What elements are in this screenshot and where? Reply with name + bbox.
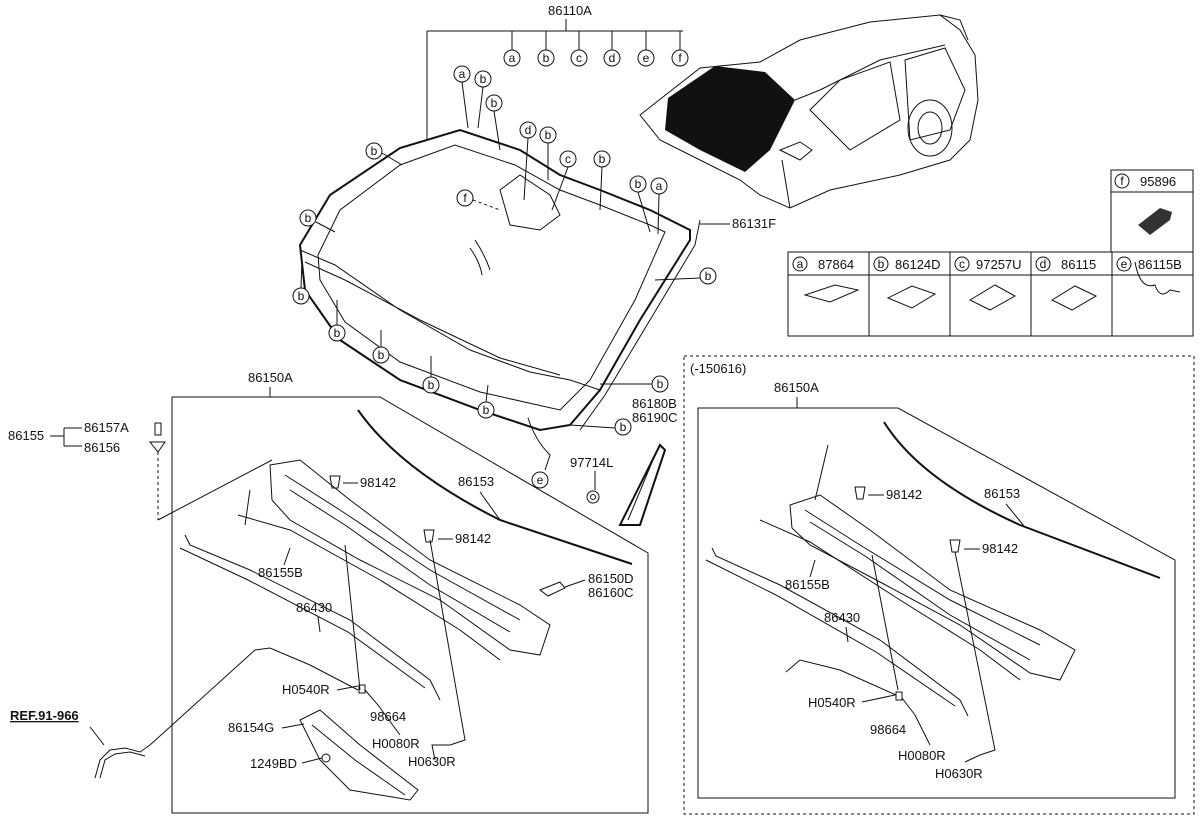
svg-text:b: b [545, 128, 552, 142]
svg-text:H0080R: H0080R [898, 748, 946, 763]
clip-thumbnail [1138, 208, 1172, 235]
reference-link[interactable]: REF.91-966 [10, 708, 79, 723]
svg-text:b: b [705, 269, 712, 283]
svg-text:H0630R: H0630R [935, 766, 983, 781]
svg-text:86155: 86155 [8, 428, 44, 443]
main-assembly-bracket: 86110A a b c d e f [426, 3, 689, 140]
variant-note: (-150616) [690, 361, 746, 376]
svg-text:86190C: 86190C [632, 410, 678, 425]
molding-label: 86131F [700, 216, 776, 231]
svg-text:d: d [1040, 257, 1047, 271]
svg-text:a: a [656, 179, 663, 193]
svg-text:f: f [463, 191, 467, 205]
svg-text:86430: 86430 [824, 610, 860, 625]
svg-text:86115: 86115 [1061, 257, 1096, 272]
svg-text:a: a [797, 257, 804, 271]
legend: f 95896 a 87864 b 86124D c 97257U d 8611… [787, 169, 1194, 337]
legend-item-c: c 97257U [954, 256, 1022, 311]
svg-text:b: b [483, 403, 490, 417]
svg-text:b: b [480, 72, 487, 86]
svg-text:86180B: 86180B [632, 396, 677, 411]
svg-text:b: b [620, 420, 627, 434]
svg-text:86131F: 86131F [732, 216, 776, 231]
svg-text:f: f [1120, 174, 1124, 188]
svg-text:86124D: 86124D [895, 257, 941, 272]
svg-text:86155B: 86155B [258, 565, 303, 580]
svg-text:f: f [678, 51, 682, 65]
windshield-callouts: a b b d b c b f b a b b b b b b b b b [292, 65, 717, 489]
svg-text:86154G: 86154G [228, 720, 274, 735]
svg-text:a: a [459, 67, 466, 81]
right-cowl-assembly: (-150616) 86150A 86153 98142 98142 86155… [683, 355, 1195, 815]
svg-text:d: d [609, 51, 616, 65]
svg-text:86157A: 86157A [84, 420, 129, 435]
label-86110A: 86110A [548, 3, 592, 18]
svg-text:98142: 98142 [982, 541, 1018, 556]
svg-text:c: c [576, 51, 582, 65]
legend-table [787, 251, 1194, 337]
legend-item-d: d 86115 [1035, 256, 1098, 311]
svg-text:d: d [525, 123, 532, 137]
svg-text:1249BD: 1249BD [250, 756, 297, 771]
svg-text:87864: 87864 [818, 257, 854, 272]
svg-text:b: b [305, 211, 312, 225]
svg-text:b: b [428, 378, 435, 392]
svg-text:86150A: 86150A [248, 370, 293, 385]
svg-text:b: b [599, 152, 606, 166]
svg-text:97714L: 97714L [570, 455, 613, 470]
svg-text:86156: 86156 [84, 440, 120, 455]
svg-text:98664: 98664 [870, 722, 906, 737]
svg-text:c: c [565, 152, 571, 166]
svg-text:97257U: 97257U [976, 257, 1022, 272]
svg-text:98142: 98142 [455, 531, 491, 546]
svg-text:a: a [509, 51, 516, 65]
svg-text:H0540R: H0540R [282, 682, 330, 697]
svg-text:b: b [657, 377, 664, 391]
svg-text:b: b [378, 348, 385, 362]
legend-item-e: e 86115B [1116, 256, 1182, 295]
svg-text:b: b [543, 51, 550, 65]
svg-text:H0080R: H0080R [372, 736, 420, 751]
svg-text:86160C: 86160C [588, 585, 634, 600]
svg-text:86155B: 86155B [785, 577, 830, 592]
legend-part-f: 95896 [1140, 174, 1176, 189]
svg-text:b: b [334, 326, 341, 340]
windshield-glass [298, 128, 701, 471]
variant-frame [683, 355, 1195, 815]
svg-text:e: e [537, 473, 544, 487]
svg-text:98142: 98142 [360, 475, 396, 490]
left-cowl-assembly: 86150A 86155 86157A 86156 86153 98142 98… [8, 370, 649, 814]
vehicle-illustration [639, 14, 979, 209]
svg-text:b: b [298, 289, 305, 303]
svg-text:86150D: 86150D [588, 571, 634, 586]
svg-text:98664: 98664 [370, 709, 406, 724]
legend-item-b: b 86124D [873, 256, 941, 309]
legend-item-a: a 87864 [792, 256, 860, 303]
svg-text:e: e [643, 51, 650, 65]
svg-text:86153: 86153 [458, 474, 494, 489]
svg-text:86430: 86430 [296, 600, 332, 615]
svg-text:86150A: 86150A [774, 380, 819, 395]
svg-text:b: b [635, 177, 642, 191]
svg-text:98142: 98142 [886, 487, 922, 502]
svg-text:H0630R: H0630R [408, 754, 456, 769]
svg-text:c: c [959, 257, 965, 271]
svg-text:H0540R: H0540R [808, 695, 856, 710]
quarter-glass: 86180B 86190C 97714L [570, 396, 678, 526]
svg-text:86153: 86153 [984, 486, 1020, 501]
svg-text:b: b [371, 144, 378, 158]
legend-callout-f: f [1114, 173, 1130, 189]
svg-text:b: b [491, 96, 498, 110]
svg-text:b: b [878, 257, 885, 271]
svg-text:e: e [1121, 257, 1128, 271]
svg-text:86115B: 86115B [1138, 257, 1182, 272]
